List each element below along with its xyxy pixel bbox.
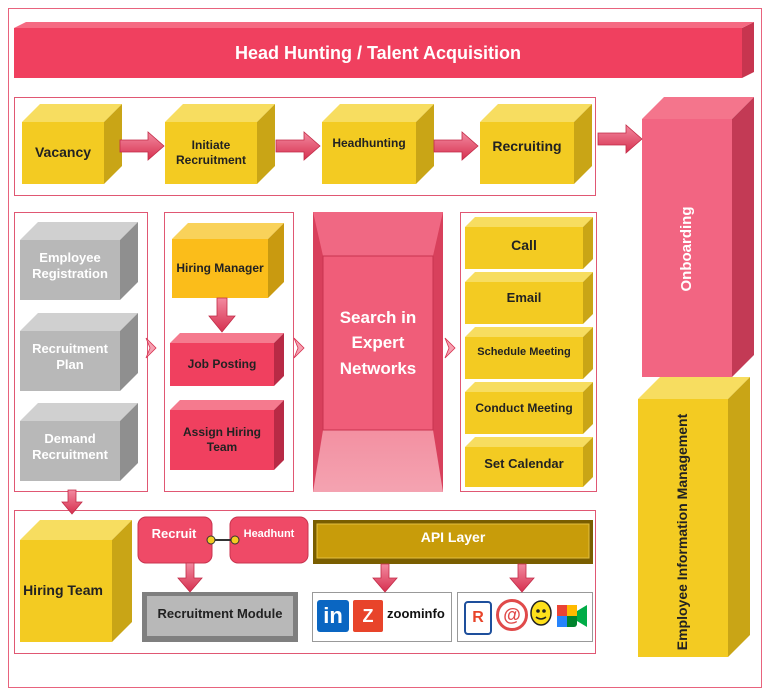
recruitment-module-box: Recruitment Module: [142, 592, 298, 642]
page-title: Head Hunting / Talent Acquisition: [14, 28, 742, 78]
headhunting-box: Headhunting: [322, 104, 434, 184]
diagram-border: [8, 8, 762, 688]
ziprecruiter-icon: Z: [353, 600, 383, 632]
headhunt-box: Headhunt: [229, 516, 309, 564]
bottom-frame: [14, 510, 596, 654]
email-box: Email: [465, 272, 593, 324]
api-layer-box: API Layer: [313, 520, 593, 564]
conduct-meeting-box: Conduct Meeting: [465, 382, 593, 434]
recruitment-plan-box: Recruitment Plan: [20, 313, 138, 391]
mailchimp-icon: [530, 600, 552, 626]
banner-depth: [14, 22, 754, 78]
logos-box-2: R @: [457, 592, 593, 642]
job-posting-box: Job Posting: [170, 333, 284, 386]
recruit-box: Recruit: [137, 516, 213, 564]
logos-box-1: in Z zoominfo: [312, 592, 452, 642]
vacancy-box: Vacancy: [22, 104, 122, 184]
email-at-icon: @: [496, 599, 528, 631]
initiate-recruitment-box: Initiate Recruitment: [165, 104, 275, 184]
demand-recruitment-box: Demand Recruitment: [20, 403, 138, 481]
employee-registration-box: Employee Registration: [20, 222, 138, 300]
hiring-team-box: Hiring Team: [20, 520, 132, 642]
zoominfo-logo: zoominfo: [387, 606, 445, 621]
linkedin-icon: in: [317, 600, 349, 632]
assign-hiring-team-box: Assign Hiring Team: [170, 400, 284, 470]
call-box: Call: [465, 217, 593, 269]
search-expert-networks-box: Search in Expert Networks: [313, 212, 443, 492]
schedule-meeting-box: Schedule Meeting: [465, 327, 593, 379]
onboarding-box: Onboarding: [642, 97, 754, 377]
hiring-frame: [164, 212, 294, 492]
recruitee-icon: R: [464, 601, 492, 635]
channels-frame: [460, 212, 597, 492]
hiring-manager-box: Hiring Manager: [172, 223, 284, 298]
set-calendar-box: Set Calendar: [465, 437, 593, 487]
recruiting-box: Recruiting: [480, 104, 592, 184]
google-meet-icon: [557, 605, 587, 627]
recruit-headhunt-connector: [206, 535, 240, 545]
employee-info-management-box: Employee Information Management: [638, 377, 750, 657]
process-frame: [14, 97, 596, 196]
